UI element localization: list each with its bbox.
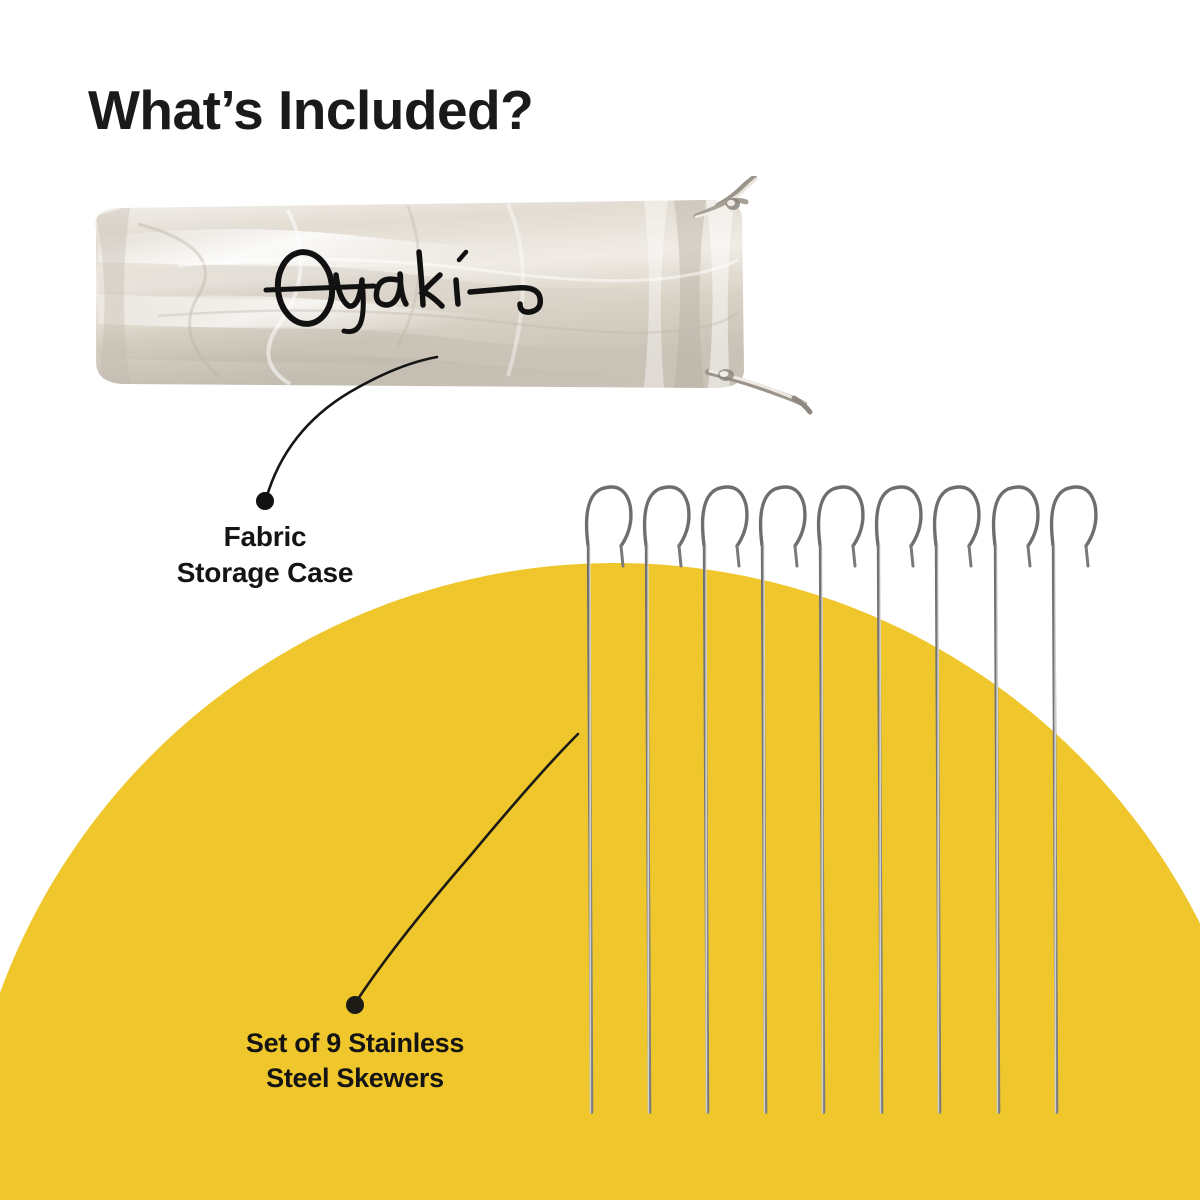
skewer	[991, 485, 1040, 1114]
skewer	[642, 485, 691, 1114]
skewer	[874, 485, 923, 1114]
skewer	[758, 485, 807, 1114]
skewer	[816, 485, 865, 1114]
skewer	[932, 485, 981, 1114]
skewer	[1049, 485, 1098, 1114]
callout-fabric-line1: Fabric	[223, 521, 307, 552]
fabric-storage-bag	[78, 175, 838, 416]
brand-logo-oyaki	[263, 249, 544, 335]
page-title: What’s Included?	[88, 79, 534, 141]
callout-fabric-storage-case: Fabric Storage Case	[95, 519, 435, 592]
drawstring-top	[693, 175, 758, 219]
callout-skewers-line1: Set of 9 Stainless	[245, 1028, 465, 1058]
callout-stainless-skewers: Set of 9 Stainless Steel Skewers	[160, 1026, 550, 1096]
skewer	[700, 485, 749, 1114]
skewer	[584, 485, 633, 1114]
drawstring-bottom	[705, 369, 813, 415]
callout-skewers-line2: Steel Skewers	[266, 1063, 444, 1094]
callout-fabric-line2: Storage Case	[176, 557, 354, 589]
